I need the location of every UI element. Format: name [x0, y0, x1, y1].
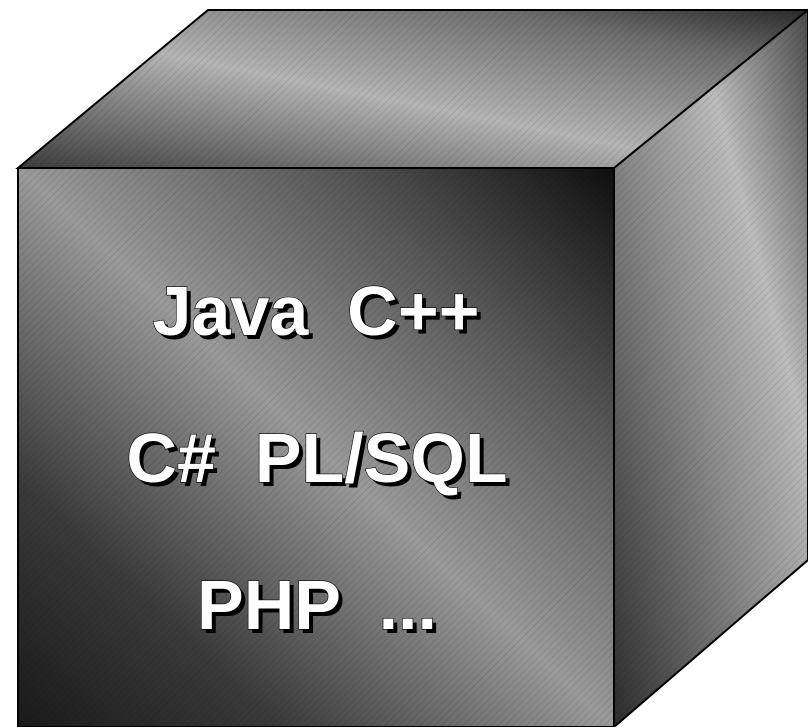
cube-line-2: C# PL/SQL: [126, 419, 507, 497]
cube-text: Java C++ C# PL/SQL PHP ...: [126, 271, 508, 644]
cube-line-2-shadow: C# PL/SQL: [130, 423, 511, 501]
cube-side-face: [613, 8, 808, 727]
cube-line-1: Java C++: [153, 272, 480, 350]
cube-line-1-shadow: Java C++: [157, 276, 484, 354]
cube-top-face: [15, 9, 808, 169]
cube-front-face: [17, 167, 615, 727]
cube-text-shadows: Java C++ C# PL/SQL PHP ...: [130, 276, 511, 648]
cube-line-3-shadow: PHP ...: [201, 570, 441, 648]
cube-line-3: PHP ...: [197, 566, 437, 644]
